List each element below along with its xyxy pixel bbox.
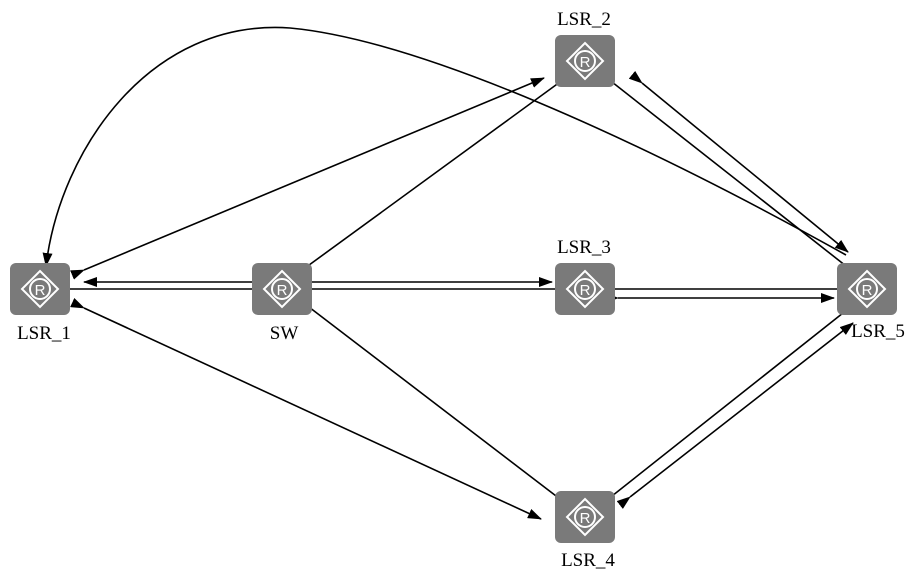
link-lsr2-lsr5 — [611, 81, 847, 267]
arrow-lsr2-lsr5 — [628, 70, 849, 253]
router-icon: R — [565, 497, 605, 537]
label-lsr5: LSR_5 — [851, 321, 905, 342]
arrow-lsr5-to-lsr1-curve — [42, 26, 847, 267]
router-box — [555, 491, 615, 543]
router-icon: R — [565, 41, 605, 81]
router-symbol: R — [862, 282, 873, 299]
arrow-lsr1-lsr4 — [70, 298, 542, 520]
label-sw: SW — [270, 323, 299, 344]
link-lsr4-lsr5 — [611, 312, 844, 497]
router-symbol: R — [35, 282, 46, 299]
router-symbol: R — [580, 510, 591, 527]
router-symbol: R — [580, 54, 591, 71]
node-lsr2[interactable]: R — [555, 35, 615, 87]
label-lsr2: LSR_2 — [557, 9, 611, 30]
node-lsr4[interactable]: R — [555, 491, 615, 543]
router-box — [555, 35, 615, 87]
router-box — [837, 263, 897, 315]
label-lsr3: LSR_3 — [557, 237, 611, 258]
router-box — [252, 263, 312, 315]
router-icon: R — [847, 269, 887, 309]
arrow-lsr4-lsr5 — [616, 322, 854, 509]
node-lsr3[interactable]: R — [555, 263, 615, 315]
router-box — [555, 263, 615, 315]
router-symbol: R — [580, 282, 591, 299]
link-sw-lsr2 — [304, 81, 561, 269]
node-lsr1[interactable]: R — [10, 263, 70, 315]
router-icon: R — [262, 269, 302, 309]
router-icon: R — [20, 269, 60, 309]
label-lsr1: LSR_1 — [17, 323, 71, 344]
node-lsr5[interactable]: R — [837, 263, 897, 315]
label-lsr4: LSR_4 — [561, 550, 615, 571]
arrow-lsr1-lsr2 — [70, 77, 545, 280]
router-symbol: R — [277, 282, 288, 299]
node-sw[interactable]: R — [252, 263, 312, 315]
router-icon: R — [565, 269, 605, 309]
router-box — [10, 263, 70, 315]
